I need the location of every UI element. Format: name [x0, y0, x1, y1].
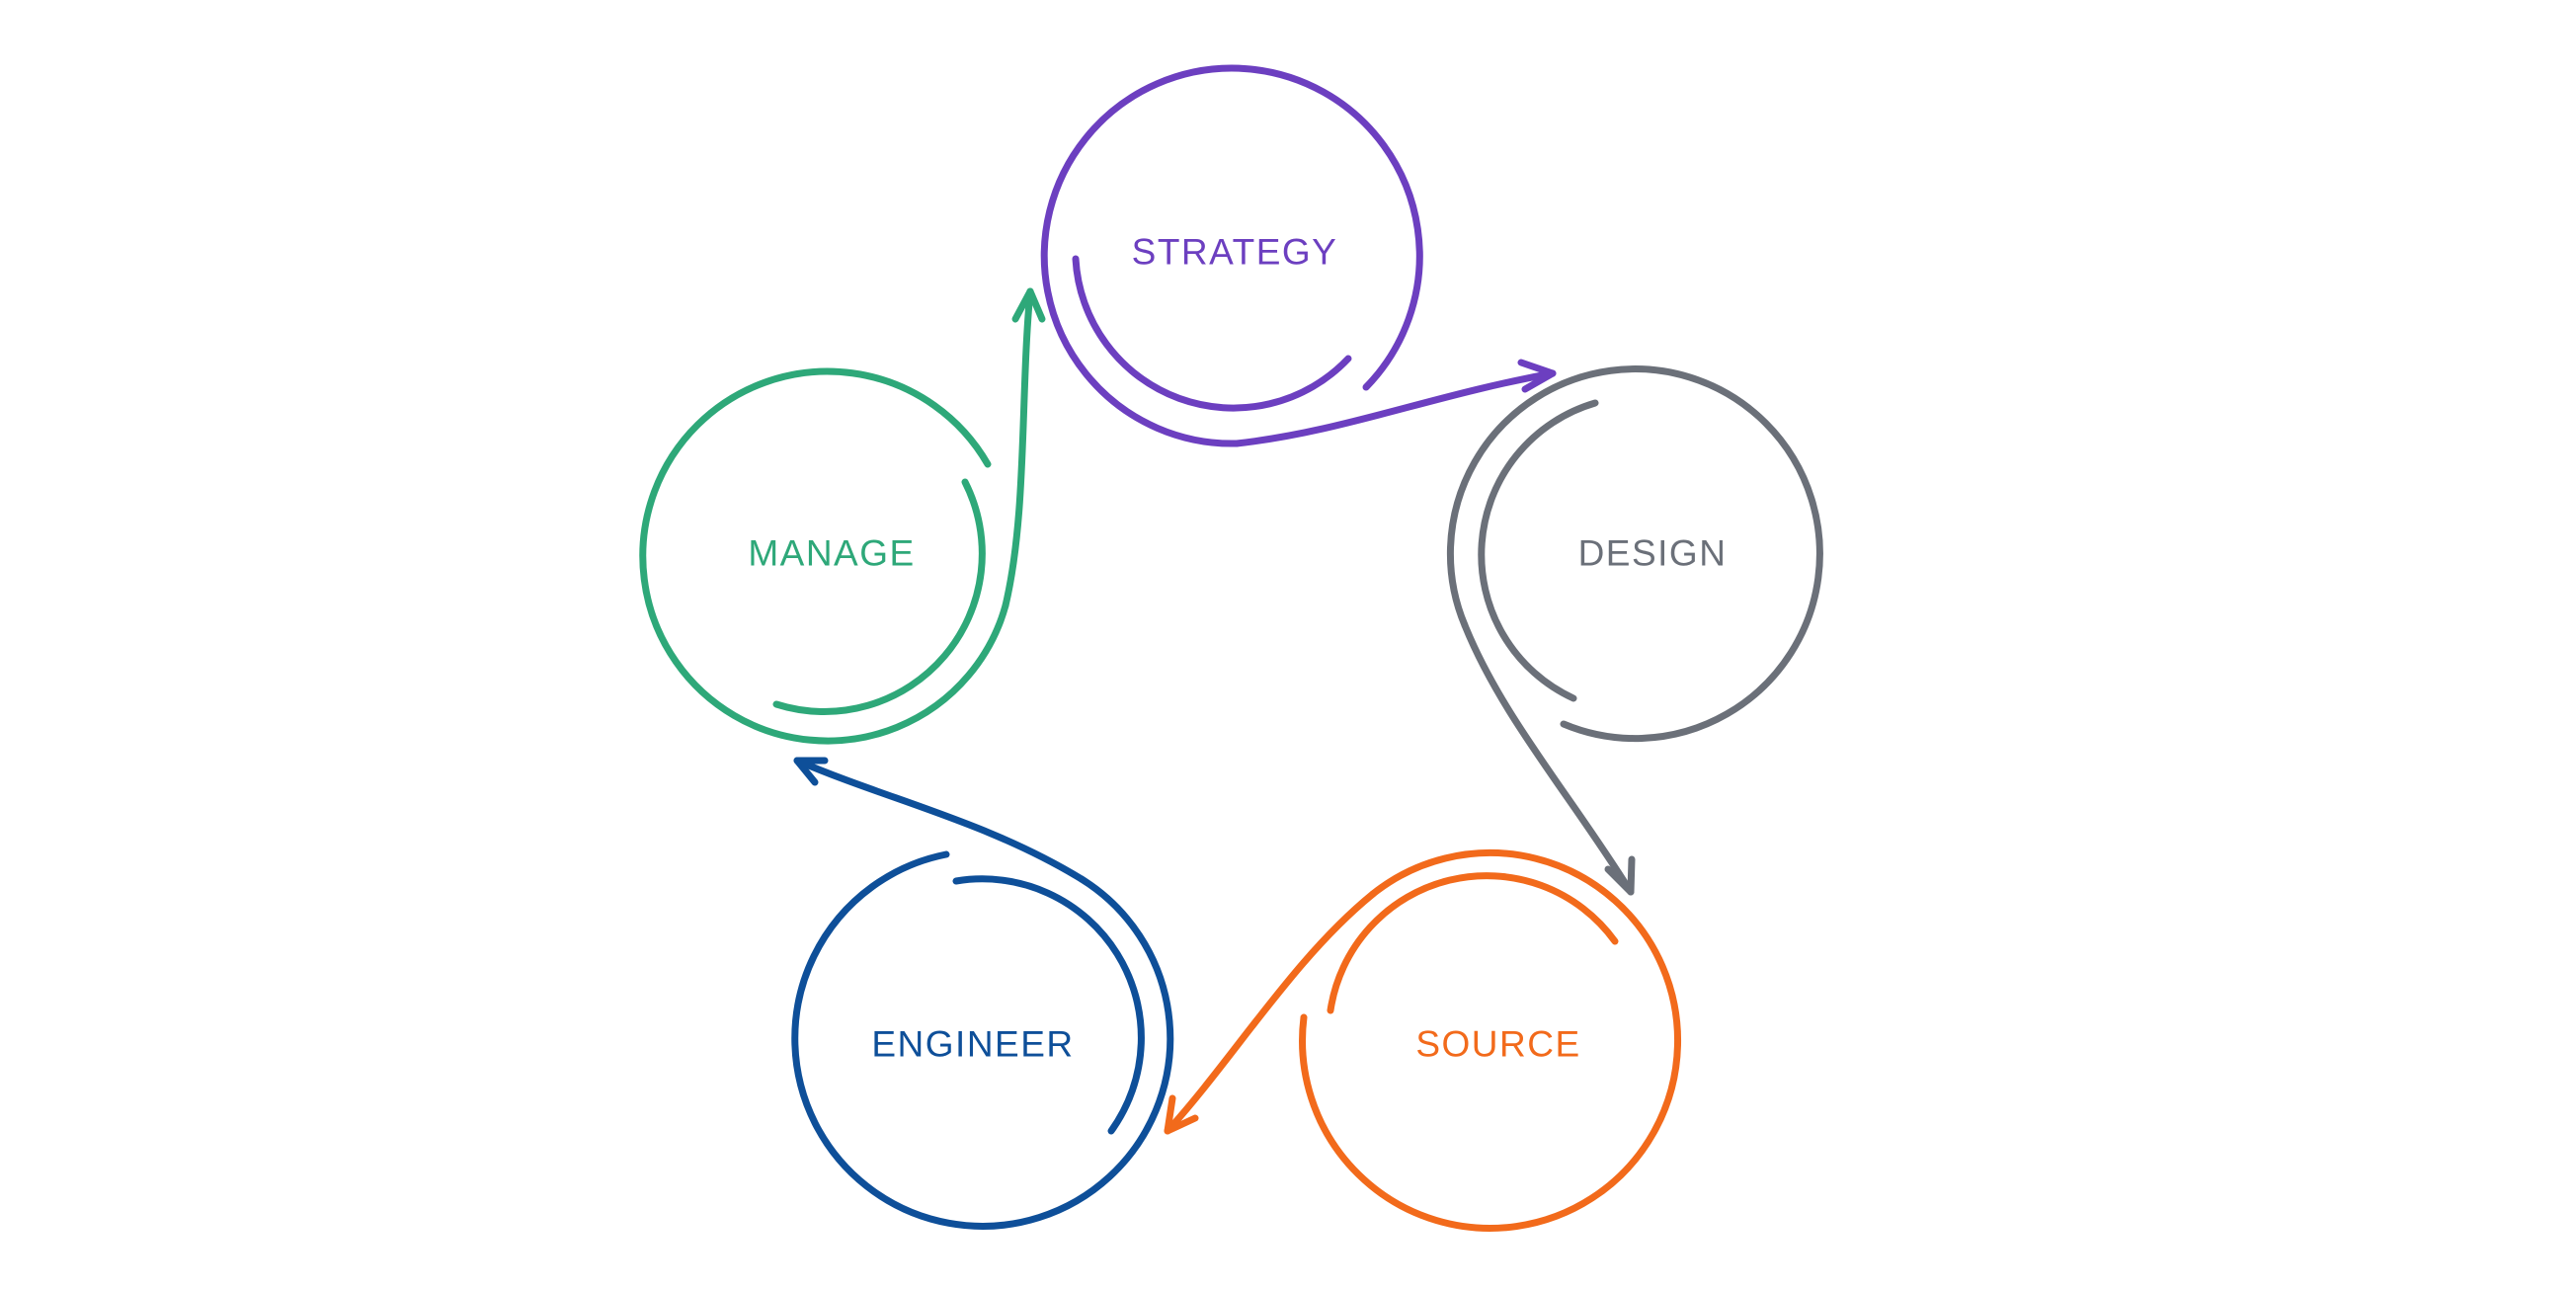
engineer-inner-arc — [952, 875, 1145, 1135]
source-inner-arc — [1327, 872, 1619, 1014]
engineer-to-manage-arrowhead — [793, 757, 829, 786]
strategy-outer-ring — [1040, 64, 1423, 447]
manage-to-strategy-arrow — [1002, 287, 1034, 609]
manage-inner-arc — [772, 478, 986, 715]
design-inner-arc — [1478, 399, 1599, 702]
strategy-to-design-arrowhead — [1517, 359, 1557, 393]
engineer-outer-ring — [791, 850, 1174, 1230]
design-to-source-arrow — [1461, 621, 1635, 896]
stage-design: DESIGN — [1446, 365, 1823, 896]
source-label: SOURCE — [1415, 1024, 1580, 1065]
stage-manage: MANAGE — [639, 287, 1046, 745]
design-outer-ring — [1446, 365, 1823, 743]
engineer-label: ENGINEER — [871, 1024, 1074, 1065]
stage-engineer: ENGINEER — [791, 757, 1174, 1230]
source-outer-ring — [1299, 849, 1681, 1232]
engineer-to-manage-arrow — [793, 757, 1086, 883]
manage-to-strategy-arrowhead — [1011, 287, 1046, 323]
stage-strategy: STRATEGY — [1040, 64, 1557, 447]
strategy-label: STRATEGY — [1132, 232, 1338, 273]
design-to-source-arrowhead — [1604, 855, 1636, 896]
manage-label: MANAGE — [748, 533, 915, 574]
strategy-inner-arc — [1072, 255, 1352, 412]
manage-outer-ring — [639, 367, 1009, 745]
source-to-engineer-arrow — [1164, 890, 1377, 1135]
source-to-engineer-arrowhead — [1164, 1094, 1199, 1135]
design-label: DESIGN — [1578, 533, 1728, 574]
strategy-to-design-arrow — [1233, 369, 1557, 447]
stage-source: SOURCE — [1164, 849, 1681, 1232]
